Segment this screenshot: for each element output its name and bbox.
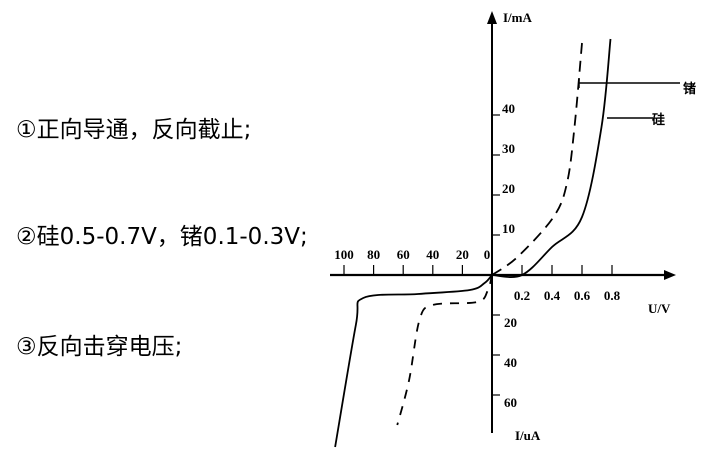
note-reverse-breakdown: ③反向击穿电压; bbox=[16, 334, 183, 360]
germanium-label: 锗 bbox=[683, 81, 696, 96]
x-axis-arrow-icon bbox=[664, 270, 676, 280]
y-tick-label: 40 bbox=[502, 101, 515, 116]
x-tick-label: 0.6 bbox=[574, 288, 591, 303]
y-tick-label: 30 bbox=[502, 141, 515, 156]
x-tick-label: 20 bbox=[456, 247, 469, 262]
note-forward-conduction: ①正向导通，反向截止; bbox=[16, 117, 252, 143]
y-axis-arrow-icon bbox=[487, 11, 497, 24]
x-tick-label: 60 bbox=[397, 247, 410, 262]
y-tick-label: 60 bbox=[504, 395, 517, 410]
y-axis-label-positive: I/mA bbox=[503, 10, 533, 25]
x-axis-label: U/V bbox=[648, 301, 671, 316]
x-tick-label: 100 bbox=[334, 247, 354, 262]
silicon-forward-curve bbox=[491, 38, 612, 278]
germanium-reverse-curve bbox=[396, 274, 493, 426]
y-tick-label: 20 bbox=[504, 315, 517, 330]
x-tick-label: 80 bbox=[367, 247, 380, 262]
x-tick-label: 0.2 bbox=[514, 288, 530, 303]
y-tick-label: 10 bbox=[502, 221, 515, 236]
x-tick-label: 0.4 bbox=[544, 288, 561, 303]
y-tick-label: 20 bbox=[502, 181, 515, 196]
x-tick-label: 40 bbox=[426, 247, 439, 262]
y-axis-label-negative: I/uA bbox=[515, 428, 541, 443]
germanium-forward-curve bbox=[491, 42, 583, 276]
silicon-label: 硅 bbox=[652, 112, 665, 127]
x-tick-label: 0 bbox=[484, 247, 491, 262]
note-threshold-voltage: ②硅0.5-0.7V，锗0.1-0.3V; bbox=[16, 224, 308, 250]
silicon-reverse-curve bbox=[334, 274, 493, 448]
y-tick-label: 40 bbox=[504, 355, 517, 370]
x-tick-label: 0.8 bbox=[604, 288, 621, 303]
